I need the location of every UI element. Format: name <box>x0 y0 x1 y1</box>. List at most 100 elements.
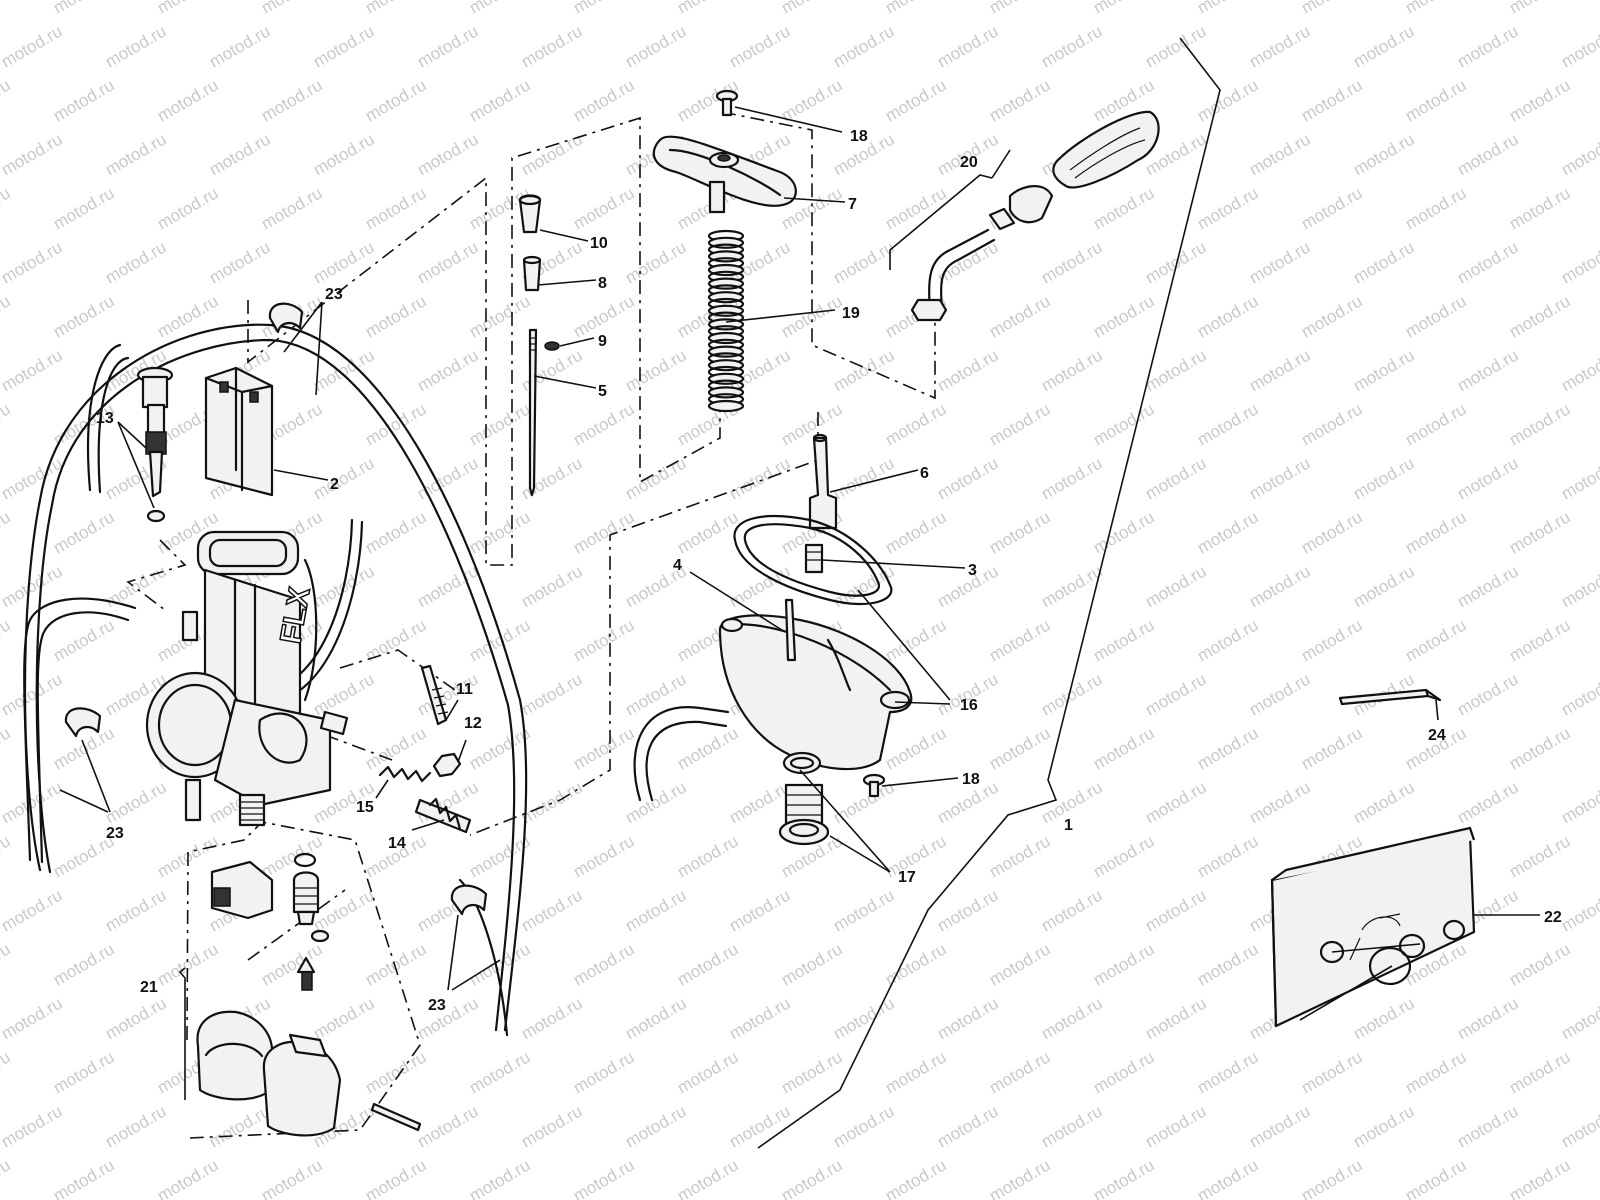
watermark-text: motod.ru <box>0 831 14 881</box>
watermark-text: motod.ru <box>1506 831 1574 881</box>
watermark-text: motod.ru <box>1558 129 1600 179</box>
watermark-text: motod.ru <box>674 831 742 881</box>
watermark-text: motod.ru <box>1038 993 1106 1043</box>
watermark-text: motod.ru <box>726 777 794 827</box>
watermark-text: motod.ru <box>1194 75 1262 125</box>
watermark-text: motod.ru <box>1246 21 1314 71</box>
label-22: 22 <box>1544 909 1562 926</box>
label-14: 14 <box>388 835 406 852</box>
watermark-text: motod.ru <box>0 777 66 827</box>
watermark-text: motod.ru <box>1402 183 1470 233</box>
leader-lines <box>59 106 1540 1100</box>
label-18-bottom: 18 <box>962 771 980 788</box>
watermark-text: motod.ru <box>1350 129 1418 179</box>
watermark-text: motod.ru <box>154 183 222 233</box>
watermark-text: motod.ru <box>986 939 1054 989</box>
label-15: 15 <box>356 799 374 816</box>
watermark-text: motod.ru <box>1402 507 1470 557</box>
watermark-text: motod.ru <box>1246 669 1314 719</box>
spare-needle <box>1338 688 1442 706</box>
watermark-text: motod.ru <box>1090 939 1158 989</box>
watermark-text: motod.ru <box>1454 1101 1522 1151</box>
watermark-text: motod.ru <box>1090 615 1158 665</box>
watermark-text: motod.ru <box>1454 561 1522 611</box>
watermark-text: motod.ru <box>414 129 482 179</box>
watermark-text: motod.ru <box>570 183 638 233</box>
spring-coil <box>707 399 745 413</box>
watermark-text: motod.ru <box>1350 993 1418 1043</box>
watermark-text: motod.ru <box>1194 1155 1262 1200</box>
watermark-text: motod.ru <box>50 183 118 233</box>
watermark-text: motod.ru <box>1350 237 1418 287</box>
watermark-text: motod.ru <box>518 561 586 611</box>
watermark-text: motod.ru <box>778 0 846 17</box>
watermark-text: motod.ru <box>622 237 690 287</box>
watermark-text: motod.ru <box>1194 723 1262 773</box>
watermark-text: motod.ru <box>882 75 950 125</box>
label-23-left: 23 <box>106 825 124 842</box>
watermark-text: motod.ru <box>1558 345 1600 395</box>
watermark-text: motod.ru <box>1558 453 1600 503</box>
watermark-text: motod.ru <box>986 0 1054 17</box>
watermark-text: motod.ru <box>1038 885 1106 935</box>
needle-jet <box>804 433 838 574</box>
watermark-text: motod.ru <box>1142 561 1210 611</box>
watermark-text: motod.ru <box>102 21 170 71</box>
watermark-text: motod.ru <box>1506 1047 1574 1097</box>
watermark-text: motod.ru <box>0 561 66 611</box>
label-11: 11 <box>456 681 473 698</box>
label-6: 6 <box>920 465 929 482</box>
watermark-text: motod.ru <box>362 507 430 557</box>
label-18-top: 18 <box>850 128 868 145</box>
watermark-text: motod.ru <box>1298 1155 1366 1200</box>
watermark-text: motod.ru <box>1090 831 1158 881</box>
watermark-text: motod.ru <box>0 345 66 395</box>
watermark-text: motod.ru <box>1506 615 1574 665</box>
watermark-text: motod.ru <box>1090 399 1158 449</box>
watermark-text: motod.ru <box>466 291 534 341</box>
watermark-text: motod.ru <box>1298 291 1366 341</box>
watermark-text: motod.ru <box>50 75 118 125</box>
watermark-text: motod.ru <box>362 1047 430 1097</box>
watermark-text: motod.ru <box>1506 0 1574 17</box>
label-3: 3 <box>968 562 977 579</box>
watermark-text: motod.ru <box>414 1101 482 1151</box>
watermark-text: motod.ru <box>1142 453 1210 503</box>
watermark-text: motod.ru <box>50 723 118 773</box>
watermark-text: motod.ru <box>1350 21 1418 71</box>
watermark-text: motod.ru <box>414 993 482 1043</box>
watermark-text: motod.ru <box>1194 183 1262 233</box>
watermark-text: motod.ru <box>830 1101 898 1151</box>
watermark-text: motod.ru <box>570 939 638 989</box>
watermark-text: motod.ru <box>310 993 378 1043</box>
watermark-text: motod.ru <box>1142 993 1210 1043</box>
watermark-text: motod.ru <box>570 1155 638 1200</box>
watermark-text: motod.ru <box>258 939 326 989</box>
watermark-text: motod.ru <box>1194 0 1262 17</box>
watermark-text: motod.ru <box>986 1155 1054 1200</box>
watermark-text: motod.ru <box>362 939 430 989</box>
watermark-text: motod.ru <box>414 345 482 395</box>
watermark-text: motod.ru <box>154 75 222 125</box>
pilot-screw <box>420 664 462 778</box>
watermark-text: motod.ru <box>50 0 118 17</box>
watermark-text: motod.ru <box>1402 291 1470 341</box>
watermark-text: motod.ru <box>674 939 742 989</box>
watermark-text: motod.ru <box>986 507 1054 557</box>
watermark-text: motod.ru <box>674 723 742 773</box>
watermark-text: motod.ru <box>310 21 378 71</box>
watermark-text: motod.ru <box>778 399 846 449</box>
watermark-text: motod.ru <box>362 0 430 17</box>
watermark-text: motod.ru <box>0 237 66 287</box>
watermark-text: motod.ru <box>1090 0 1158 17</box>
watermark-text: motod.ru <box>518 993 586 1043</box>
watermark-text: motod.ru <box>1350 345 1418 395</box>
watermark-text: motod.ru <box>518 669 586 719</box>
watermark-text: motod.ru <box>1038 669 1106 719</box>
gasket-kit-card <box>1270 826 1476 1028</box>
watermark-text: motod.ru <box>622 885 690 935</box>
label-20: 20 <box>960 154 978 171</box>
watermark-text: motod.ru <box>0 723 14 773</box>
watermark-text: motod.ru <box>154 0 222 17</box>
watermark-text: motod.ru <box>0 1155 14 1200</box>
